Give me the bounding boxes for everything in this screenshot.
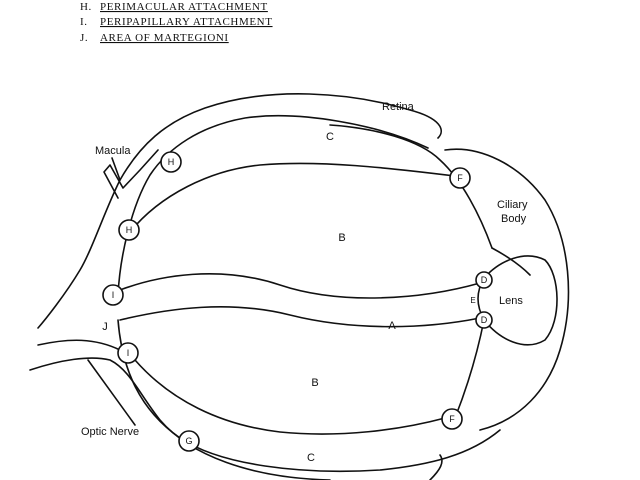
marker-f-upper: F — [449, 167, 471, 189]
optic-nerve-pointer — [87, 359, 136, 426]
marker-d-upper: D — [475, 271, 493, 289]
marker-d-lower: D — [475, 311, 493, 329]
outer-wall-bottom — [29, 357, 331, 480]
marker-h-upper-label: H — [168, 157, 175, 167]
marker-f-lower: F — [441, 408, 463, 430]
label-optic-nerve: Optic Nerve — [81, 426, 139, 438]
legend-key-h: H. — [80, 1, 92, 13]
label-macula: Macula — [95, 145, 131, 157]
marker-f-upper-label: F — [457, 173, 463, 183]
macula-notch — [103, 149, 159, 199]
region-c-top: C — [326, 131, 334, 143]
region-e: E — [470, 296, 475, 305]
marker-d-upper-label: D — [481, 275, 488, 285]
marker-i-lower: I — [117, 342, 139, 364]
region-c-bottom: C — [307, 452, 315, 464]
region-j: J — [102, 321, 108, 333]
marker-h-lower: H — [118, 219, 140, 241]
marker-i-lower-label: I — [127, 348, 130, 358]
marker-g-label: G — [185, 436, 192, 446]
marker-i-upper: I — [102, 284, 124, 306]
marker-g: G — [178, 430, 200, 452]
ciliary-lower-inner — [454, 319, 485, 419]
legend-key-i: I. — [80, 16, 88, 28]
legend-text-h: PERIMACULAR ATTACHMENT — [100, 1, 268, 13]
legend: H. PERIMACULAR ATTACHMENT I. PERIPAPILLA… — [80, 1, 273, 44]
marker-h-upper: H — [160, 151, 182, 173]
label-lens: Lens — [499, 295, 523, 307]
legend-text-j: AREA OF MARTEGIONI — [100, 32, 229, 44]
region-b-upper: B — [338, 232, 345, 244]
label-ciliary-line1: Ciliary — [497, 199, 528, 211]
marker-i-upper-label: I — [112, 290, 115, 300]
marker-h-lower-label: H — [126, 225, 133, 235]
retina-layer-bottom — [429, 454, 443, 480]
inner-wall-top — [117, 115, 429, 296]
retina-layer-top — [329, 124, 493, 249]
legend-key-j: J. — [80, 32, 88, 44]
outer-wall-top — [37, 93, 443, 329]
canal-lower — [119, 306, 481, 328]
lens-outline — [477, 255, 558, 346]
legend-text-i: PERIPAPILLARY ATTACHMENT — [100, 16, 273, 28]
optic-nerve-top — [37, 339, 121, 351]
region-a: A — [388, 320, 396, 332]
ciliary-body-outline — [444, 148, 570, 431]
ciliary-inner — [491, 247, 531, 276]
macula-pointer — [111, 157, 121, 181]
vitreous-cortex-lower — [134, 359, 446, 435]
marker-f-lower-label: F — [449, 414, 455, 424]
label-ciliary-line2: Body — [501, 213, 527, 225]
canal-upper — [119, 273, 481, 299]
region-b-lower: B — [311, 377, 318, 389]
marker-d-lower-label: D — [481, 315, 488, 325]
label-retina: Retina — [382, 101, 415, 113]
vitreous-cortex-upper — [129, 162, 456, 233]
